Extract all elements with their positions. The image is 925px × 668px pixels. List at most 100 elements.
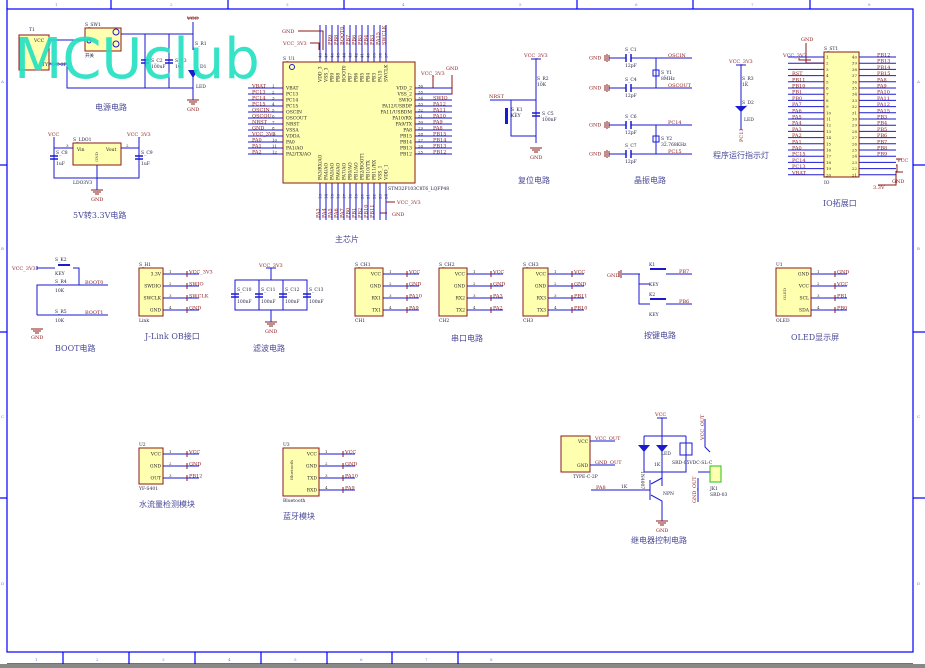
module-pin-name: SDA xyxy=(799,308,810,314)
mcu-net-label: PA3 xyxy=(316,208,322,218)
module-net-label: PA9 xyxy=(345,486,355,492)
filter-cap-ref: S_C11 xyxy=(261,287,276,293)
io-header-body xyxy=(823,51,860,178)
key1-ref: K1 xyxy=(649,262,655,268)
module-net-label: PA2 xyxy=(493,306,503,312)
filter-cap-ref: S_C10 xyxy=(237,287,252,293)
mcu-net-label: PB14 xyxy=(433,138,446,144)
c5-ref: S_C5 xyxy=(542,111,554,117)
mcu-net-label: PB13 xyxy=(433,144,446,150)
oled-ref: U1 xyxy=(776,262,783,268)
usb-typec-connector xyxy=(18,34,50,71)
module-net-label: VCC xyxy=(188,450,200,456)
io-pin-number: 28 xyxy=(852,129,858,134)
mcu-ref: S_U1 xyxy=(283,56,295,62)
reset-key-button[interactable] xyxy=(505,108,508,124)
module-pin-name: VCC xyxy=(454,272,466,278)
ground-icon xyxy=(604,84,610,92)
module-pin-name: SWCLK xyxy=(143,296,161,302)
flow-part: YF-S401 xyxy=(138,486,158,492)
mcu-pin-name: PA8 xyxy=(403,128,412,134)
module-pin-number: 2 xyxy=(169,281,172,286)
ground-icon xyxy=(530,147,542,153)
module-net-label: SWCLK xyxy=(189,294,209,300)
grid-row-label: A xyxy=(0,79,4,84)
title-filter: 滤波电路 xyxy=(253,343,285,353)
mcu-pin-name: VSS_3 xyxy=(324,67,330,83)
grid-col-label: 4 xyxy=(402,2,405,7)
capacitor-gap xyxy=(626,121,631,129)
mcu-bottom-gnd: GND xyxy=(392,212,404,218)
y1-ref: S_Y1 xyxy=(661,70,672,76)
io-33v-label: 3.3V xyxy=(873,185,885,191)
key1-button[interactable] xyxy=(650,268,666,270)
mcu-pin-name: VDD_1 xyxy=(384,164,390,181)
mcu-pin-name: PB10/TX xyxy=(366,159,372,180)
power-circuit: T1 VCC TYPE-C-2P S_SW1 开关 S_C2 100uF S_C… xyxy=(14,16,260,113)
module-pin-number: 2 xyxy=(554,281,557,286)
module-pin-number: 1 xyxy=(325,449,328,454)
ground-icon xyxy=(265,321,277,327)
filter-cap-val: 100nF xyxy=(285,299,300,305)
mcu-pin-number: 40 xyxy=(366,52,371,58)
module-pin-name: GND xyxy=(454,284,466,290)
mcu-pin-name: PB12 xyxy=(400,152,412,158)
io-gnd-label: GND xyxy=(801,37,813,43)
io-pin-number: 1 xyxy=(826,55,829,60)
c2-val: 100uF xyxy=(151,64,166,70)
reset-circuit: VCC_3V3 S_R2 10K NRST S_K1 KEY S_C5 100n… xyxy=(489,53,557,161)
mcu-pin-name: PB15 xyxy=(400,134,412,140)
module-pin-name: VCC xyxy=(535,272,547,278)
oled-part: OLED xyxy=(776,318,790,324)
mcu-pin-number: 16 xyxy=(336,193,341,199)
bt-body xyxy=(282,447,320,497)
mcu-net-label: PB2 xyxy=(358,208,364,218)
module-pin-name: TX1 xyxy=(372,308,381,314)
io-pin-number: 37 xyxy=(852,73,858,78)
boot-key-button[interactable] xyxy=(58,264,70,266)
io-vcc-label: VCC xyxy=(896,158,908,164)
ch3-part: CH3 xyxy=(523,318,533,324)
module-pin-name: TXD xyxy=(307,476,317,482)
ch1-part: CH1 xyxy=(355,318,365,324)
c2-ref: S_C2 xyxy=(151,58,163,64)
mcu-pin-name: VSSA xyxy=(285,128,299,134)
ch2-ref: S_CH2 xyxy=(439,262,455,268)
module-pin-number: 3 xyxy=(817,293,820,298)
jlink-part: Link xyxy=(139,318,149,324)
module-pin-number: 3 xyxy=(325,473,328,478)
mcu-pin-number: 37 xyxy=(384,52,389,58)
t1-ref: T1 xyxy=(29,27,35,33)
mcu-pin-name: VBAT xyxy=(285,86,299,92)
module-pin-name: VCC xyxy=(306,452,318,458)
io-pin-number: 32 xyxy=(852,104,858,109)
mcu-pin-name: SWCLK xyxy=(384,64,390,82)
r5-val: 10K xyxy=(55,318,65,324)
io-net-label: PB9 xyxy=(877,152,887,158)
mcu-top-vcc: VCC_3V3 xyxy=(282,41,307,47)
io-net-label: PA12 xyxy=(877,102,890,108)
mcu-pin-number: 28 xyxy=(418,132,424,137)
mcu-pin-name: PB0/AO xyxy=(348,162,354,180)
module-pin-number: 2 xyxy=(325,461,328,466)
io-pin-number: 13 xyxy=(826,129,832,134)
crystal-gnd-label: GND xyxy=(589,123,601,129)
mcu-pin-number: 25 xyxy=(418,150,424,155)
mcu-pin-number: 26 xyxy=(418,144,424,149)
mcu-pin-number: 48 xyxy=(318,52,323,58)
key2-net: PB6 xyxy=(679,299,689,305)
io-pin-number: 9 xyxy=(826,104,829,109)
grid-row-label: A xyxy=(916,79,920,84)
module-net-label: VCC xyxy=(492,270,504,276)
mcu-pin-number: 46 xyxy=(330,52,335,58)
mcu-pin-name: PA3/RX/AO xyxy=(318,154,324,180)
crystal-cap-ref: S_C1 xyxy=(625,47,637,53)
ch3-body xyxy=(522,267,549,317)
module-pin-number: 1 xyxy=(169,269,172,274)
mcu-pin-name: PB3 xyxy=(372,73,378,82)
mcu-net-label: PB0 xyxy=(346,208,352,218)
module-pin-name: RX3 xyxy=(537,296,547,302)
key2-button[interactable] xyxy=(650,298,666,300)
title-ldo: 5V转3.3V电路 xyxy=(73,210,126,220)
